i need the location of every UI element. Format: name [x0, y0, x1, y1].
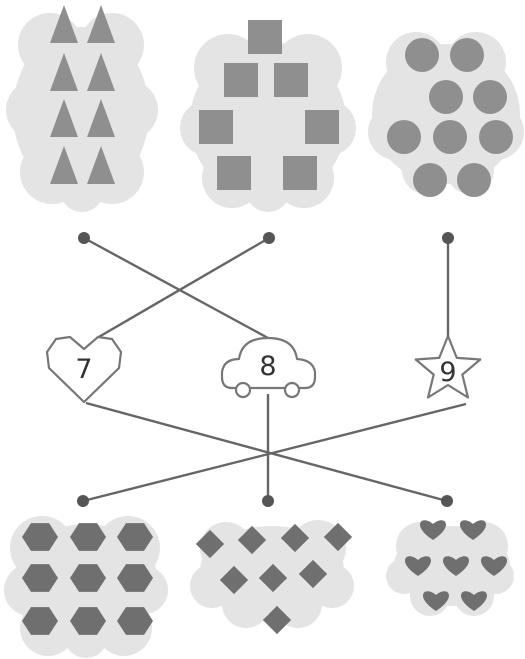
hexagon-item: [117, 564, 153, 592]
square-item: [199, 110, 233, 144]
dot-diamonds[interactable]: [262, 495, 274, 507]
square-item: [283, 156, 317, 190]
diamond-item: [258, 563, 288, 593]
hexagon-item: [70, 607, 106, 635]
triangle-item: [87, 99, 115, 137]
diamond-item: [280, 523, 310, 553]
diamond-item: [262, 605, 292, 635]
line-triangles-to-car: [83, 236, 269, 340]
diamond-item: [237, 525, 267, 555]
circle-item: [479, 120, 513, 154]
diamond-item: [195, 529, 225, 559]
heart-item: [419, 520, 447, 540]
heart-items: [404, 520, 508, 611]
line-squares-to-heart: [96, 236, 270, 340]
circle-item: [457, 163, 491, 197]
group-diamonds: [190, 520, 354, 635]
hexagon-item: [117, 523, 153, 551]
circle-item: [450, 38, 484, 72]
diamond-items: [195, 522, 353, 635]
square-item: [305, 110, 339, 144]
dot-circles[interactable]: [442, 232, 454, 244]
hexagon-item: [70, 564, 106, 592]
car-wheel-left: [234, 381, 252, 399]
circle-item: [387, 120, 421, 154]
triangle-items: [50, 5, 115, 184]
diamond-item: [323, 522, 353, 552]
heart-item: [459, 520, 487, 540]
badge-car[interactable]: 8: [220, 336, 317, 399]
hexagon-item: [22, 564, 58, 592]
car-wheel-right: [283, 381, 301, 399]
heart-item: [480, 556, 508, 576]
square-item: [217, 156, 251, 190]
square-item: [224, 63, 258, 97]
group-triangles: [6, 5, 158, 212]
square-item: [248, 20, 282, 54]
hexagon-item: [22, 607, 58, 635]
dot-triangles[interactable]: [78, 232, 90, 244]
badge-number-car: 8: [259, 351, 276, 382]
dot-hexagons[interactable]: [77, 495, 89, 507]
circle-item: [413, 163, 447, 197]
cloud-background: [6, 13, 158, 212]
dot-squares[interactable]: [263, 232, 275, 244]
group-squares: [180, 20, 356, 212]
line-heart-to-hearts: [85, 401, 448, 503]
bottom-dots: [77, 495, 453, 507]
triangle-item: [87, 53, 115, 91]
heart-item: [422, 591, 450, 611]
car-icon: [220, 336, 317, 390]
heart-icon: [45, 335, 123, 404]
group-hearts: [386, 520, 514, 616]
triangle-item: [87, 5, 115, 43]
star-icon: [414, 334, 482, 399]
hexagon-item: [70, 523, 106, 551]
badge-heart[interactable]: 7: [45, 335, 123, 404]
square-item: [274, 63, 308, 97]
circle-item: [433, 120, 467, 154]
diamond-item: [298, 559, 328, 589]
badge-number-heart: 7: [75, 354, 92, 385]
hexagon-item: [117, 607, 153, 635]
circle-item: [429, 80, 463, 114]
group-hexagons: [4, 516, 168, 658]
heart-item: [460, 591, 488, 611]
badge-star[interactable]: 9: [414, 334, 482, 399]
circle-item: [473, 80, 507, 114]
heart-item: [442, 556, 470, 576]
badge-number-star: 9: [439, 357, 456, 388]
circle-item: [405, 38, 439, 72]
triangle-item: [50, 53, 78, 91]
group-circles: [368, 32, 524, 197]
hexagon-item: [22, 523, 58, 551]
hexagon-items: [22, 523, 153, 635]
dot-hearts[interactable]: [441, 495, 453, 507]
triangle-item: [50, 146, 78, 184]
triangle-item: [87, 146, 115, 184]
top-dots: [78, 232, 454, 244]
circle-items: [387, 38, 513, 197]
connector-lines: [82, 236, 467, 503]
square-items: [199, 20, 339, 190]
diamond-item: [219, 565, 249, 595]
triangle-item: [50, 5, 78, 43]
line-star-to-hexagons: [82, 402, 467, 503]
triangle-item: [50, 99, 78, 137]
heart-item: [404, 556, 432, 576]
